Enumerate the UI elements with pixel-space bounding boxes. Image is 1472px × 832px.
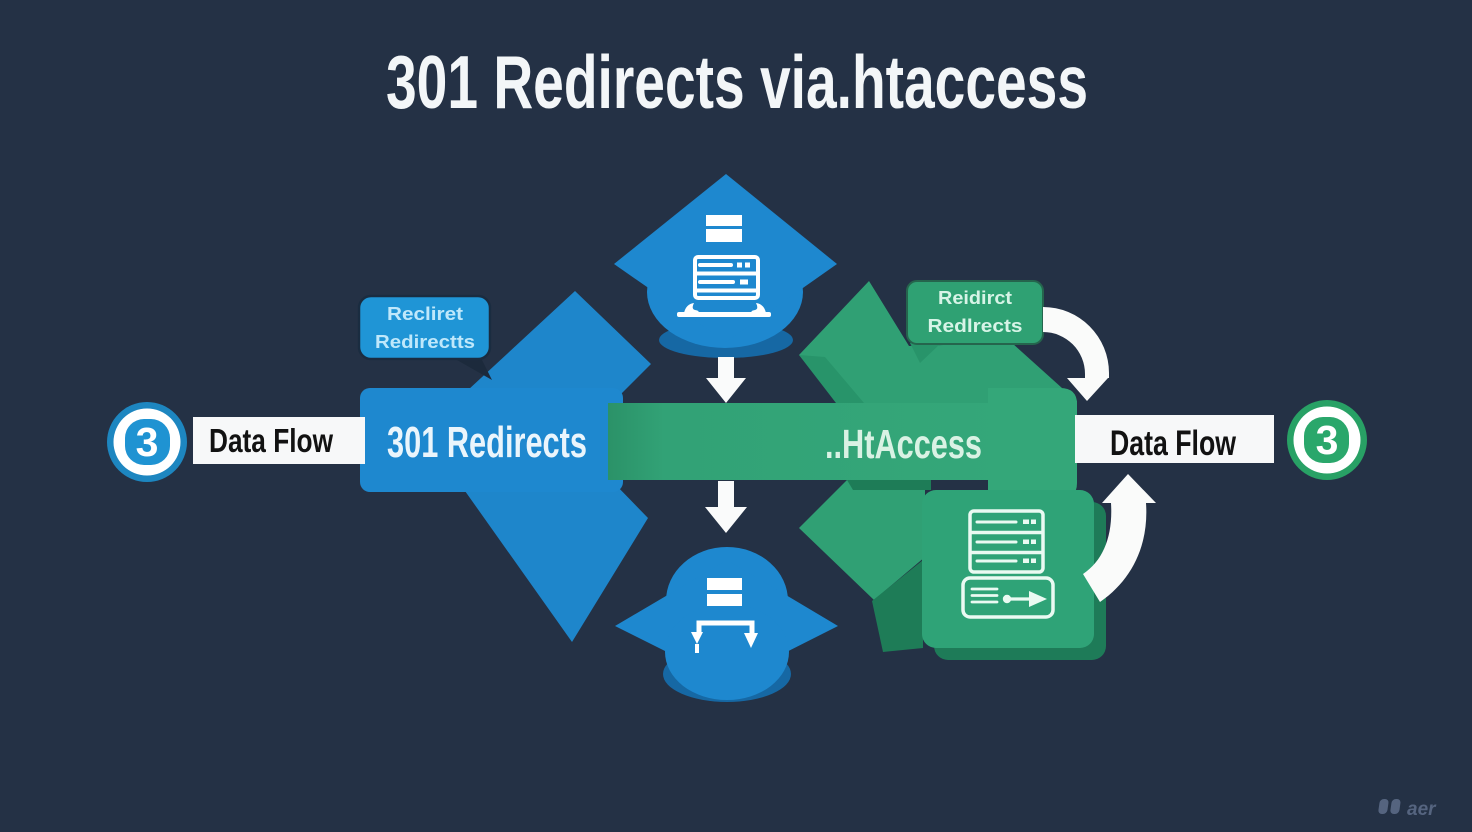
svg-text:Redirectts: Redirectts — [375, 332, 475, 352]
svg-text:aer: aer — [1407, 799, 1437, 820]
svg-text:Reidirct: Reidirct — [938, 288, 1012, 308]
svg-text:3: 3 — [136, 419, 159, 465]
svg-text:Data Flow: Data Flow — [209, 422, 333, 459]
svg-text:..HtAccess: ..HtAccess — [825, 421, 982, 467]
svg-text:301 Redirects: 301 Redirects — [387, 418, 587, 467]
svg-text:3: 3 — [1316, 417, 1339, 463]
svg-text:301 Redirects via.htaccess: 301 Redirects via.htaccess — [386, 40, 1088, 124]
svg-text:Data Flow: Data Flow — [1110, 424, 1237, 463]
svg-text:Redlrects: Redlrects — [928, 316, 1023, 336]
svg-text:Recliret: Recliret — [387, 304, 463, 324]
